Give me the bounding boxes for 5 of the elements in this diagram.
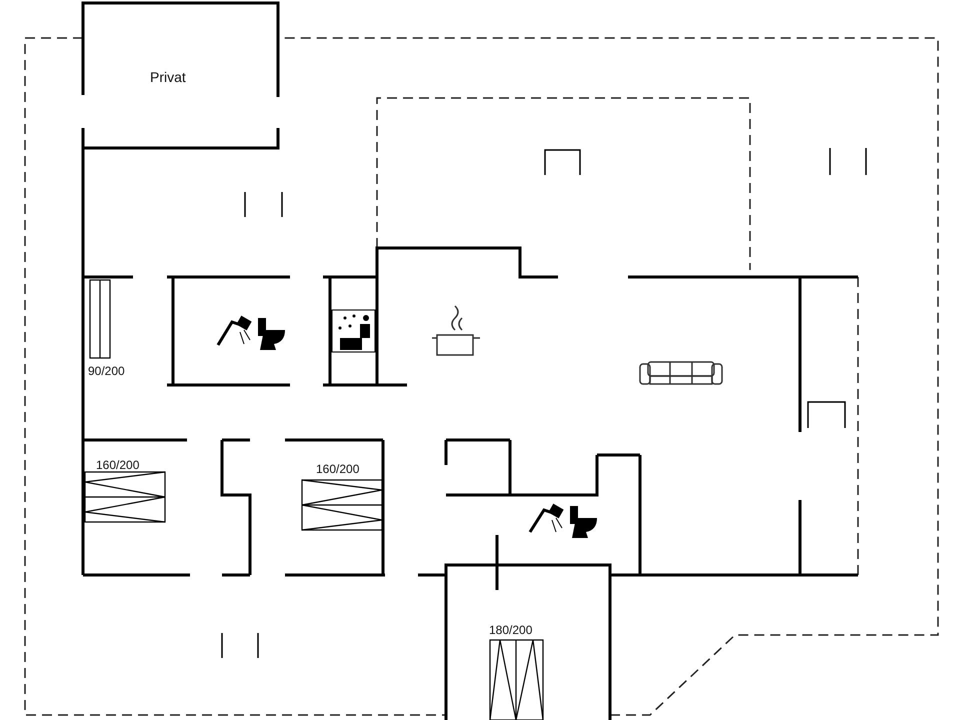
bed-size-label: 90/200 <box>88 364 125 378</box>
room-label: Privat <box>150 70 186 84</box>
bed-size-label: 180/200 <box>489 623 532 637</box>
bed-size-label: 160/200 <box>316 462 360 476</box>
bed-size-label: 160/200 <box>96 458 140 472</box>
